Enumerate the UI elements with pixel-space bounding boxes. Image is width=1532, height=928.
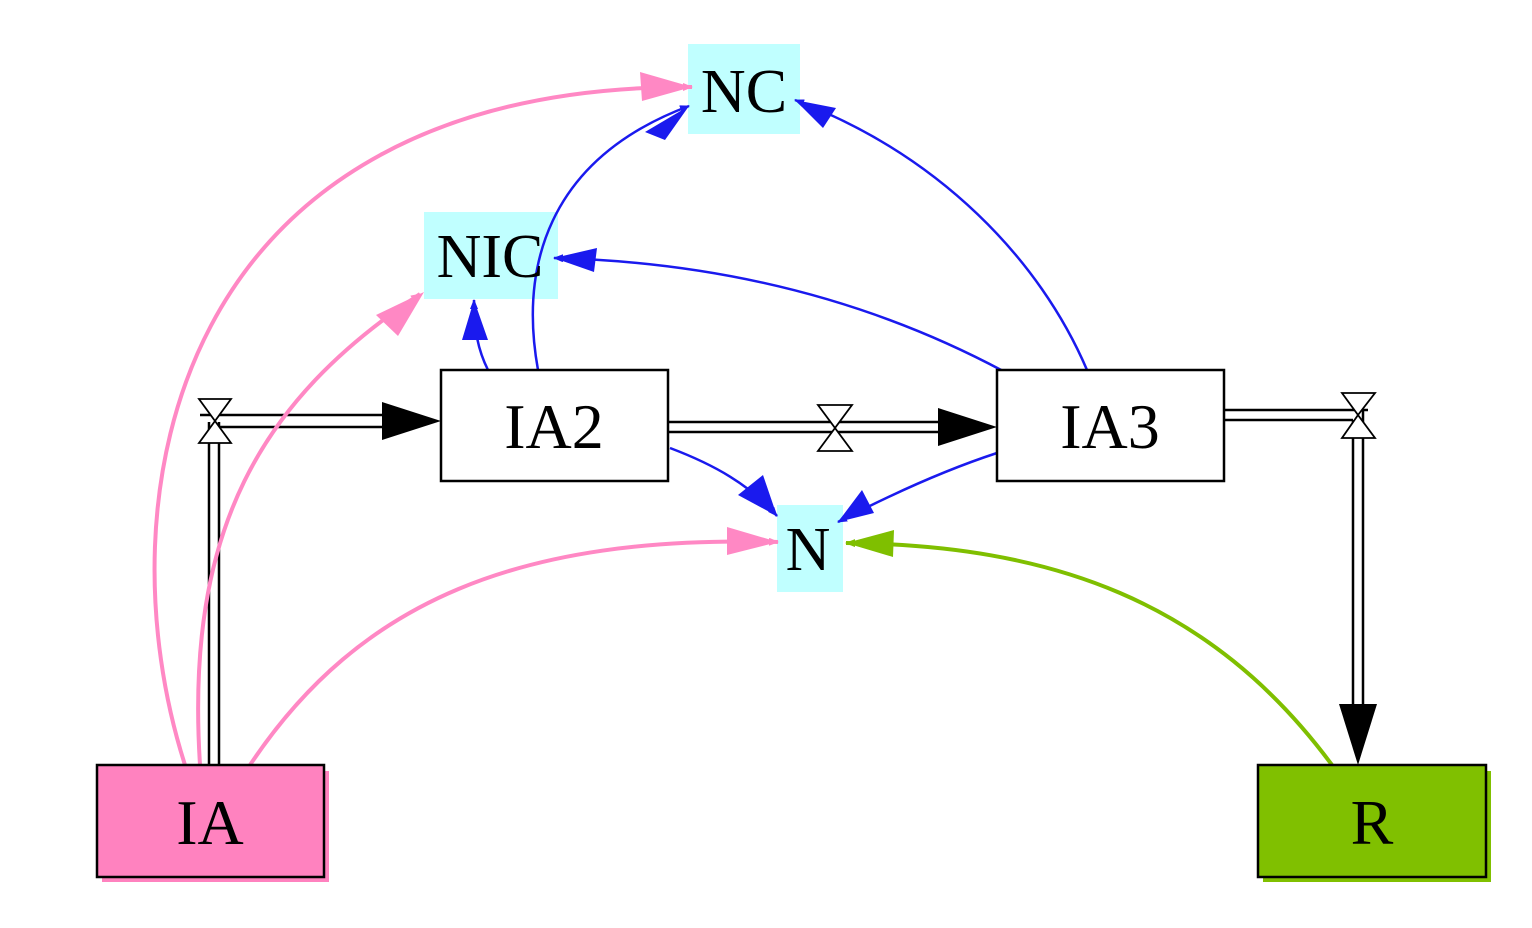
flow-arrowheads [382,402,1377,765]
valve-ia-icon [197,398,233,444]
flow-arrowhead-to-r [1339,704,1377,765]
variable-n-label: N [786,516,831,584]
link-ia3-to-nic [553,254,1004,373]
stock-r-box [1256,763,1488,879]
arrowhead-ia2-to-nic [462,300,488,340]
flow-pipe-ia3-to-valve [1224,408,1368,422]
arrowhead-ia-to-nic [376,292,424,336]
link-r-to-n [845,539,1334,767]
link-ia2-to-nc [531,104,690,371]
link-arrowheads [376,72,894,557]
valve-ia2-ia3-icon [816,404,854,452]
flow-pipes [200,408,1368,765]
flow-pipe-valve-to-r [1351,410,1365,708]
stock-ia-label: IA [176,787,244,858]
link-ia-to-nc [152,82,693,766]
stock-ia3-box [995,368,1226,483]
valve-ia3-r-icon [1340,392,1377,439]
stock-ia2: IA2 [439,368,670,483]
variable-nc-bg [688,44,800,134]
flow-pipe-ia-to-ia2 [200,413,385,429]
stock-r: R [1256,763,1491,882]
arrowhead-r-to-n [846,530,894,557]
link-ia-to-n [248,537,779,767]
flow-pipe-ia-vertical [207,422,221,765]
stock-r-label: R [1351,787,1394,858]
variable-nc-label: NC [701,58,787,126]
flow-arrowhead-to-ia3 [938,408,997,446]
variable-n-bg [777,505,843,592]
flow-arrowhead-to-ia2 [382,402,441,440]
arrowhead-ia2-to-n [738,475,777,516]
arrowhead-ia-to-n [727,527,778,555]
valves [197,392,1377,452]
arrowhead-ia3-to-n [838,490,874,522]
variable-nic-label: NIC [437,223,544,291]
arrowhead-ia-to-nc [640,72,692,101]
stock-ia: IA [95,763,329,882]
info-links [152,82,1334,767]
stock-ia3-label: IA3 [1060,391,1160,462]
stock-ia2-label: IA2 [504,391,604,462]
flow-pipe-ia2-to-ia3 [668,420,942,434]
stock-ia-box [95,763,326,879]
stock-ia2-box [439,368,670,483]
arrowhead-ia3-to-nic [554,248,597,272]
stock-ia3: IA3 [995,368,1226,483]
link-ia3-to-nc [794,98,1089,371]
arrowhead-ia3-to-nc [795,100,836,128]
link-ia-to-nic [196,292,422,766]
arrowhead-ia2-to-nc [645,106,689,140]
